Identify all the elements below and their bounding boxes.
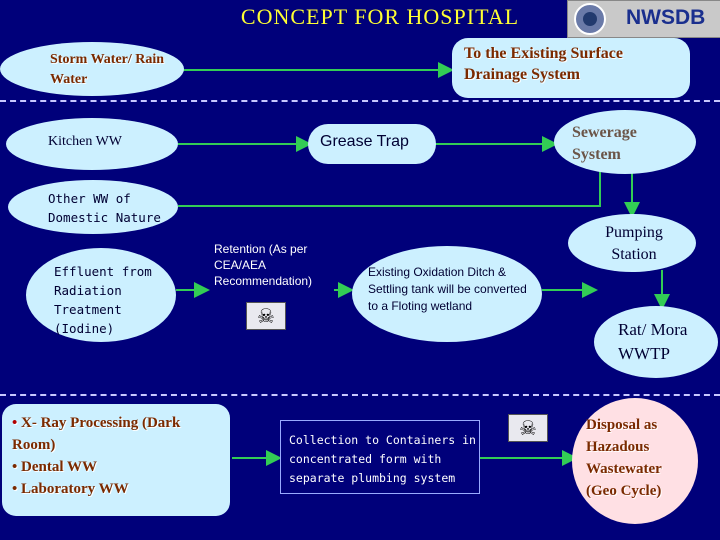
node-grease-trap: Grease Trap [308, 124, 436, 164]
arrow-other-to-sewerage [178, 154, 608, 207]
dental-item-label: Dental WW [21, 459, 97, 475]
laboratory-item: • Laboratory WW [12, 481, 129, 497]
node-oxidation-ditch: Existing Oxidation Ditch & Settling tank… [352, 246, 542, 342]
storm-water-label: Storm Water/ Rain Water [50, 52, 165, 87]
node-sewerage-system: Sewerage System [554, 110, 696, 174]
effluent-radiation-label: Effluent from Radiation Treatment (Iodin… [54, 264, 152, 336]
oxidation-ditch-label: Existing Oxidation Ditch & Settling tank… [368, 265, 527, 313]
dental-item: • Dental WW [12, 459, 97, 475]
kitchen-ww-label: Kitchen WW [48, 134, 122, 149]
node-effluent-radiation: Effluent from Radiation Treatment (Iodin… [26, 248, 176, 342]
node-wwtp: Rat/ Mora WWTP [594, 306, 718, 378]
node-storm-water: Storm Water/ Rain Water [0, 42, 184, 96]
grease-trap-label: Grease Trap [320, 133, 409, 150]
node-kitchen-ww: Kitchen WW [6, 118, 178, 170]
node-collection: Collection to Containers in concentrated… [280, 420, 480, 494]
xray-item: • X- Ray Processing (Dark Room) [12, 415, 181, 453]
node-xray-dental-lab: • X- Ray Processing (Dark Room) • Dental… [2, 404, 230, 516]
logo-text: NWSDB [626, 6, 706, 29]
other-ww-label: Other WW of Domestic Nature [48, 191, 161, 225]
node-other-ww: Other WW of Domestic Nature [8, 180, 178, 234]
node-existing-surface-drainage: To the Existing Surface Drainage System [452, 38, 690, 98]
sewerage-system-label: Sewerage System [572, 124, 637, 163]
retention-label: Retention (As per CEA/AEA Recommendation… [214, 242, 313, 288]
node-pumping-station: Pumping Station [568, 214, 696, 272]
section-divider-top [0, 100, 720, 102]
laboratory-item-label: Laboratory WW [21, 481, 129, 497]
skull-crossbones-icon-2: ☠ [508, 414, 548, 442]
section-divider-bottom [0, 394, 720, 396]
pumping-station-label: Pumping Station [605, 224, 663, 263]
page-title: CONCEPT FOR HOSPITAL [240, 4, 520, 29]
nwsdb-emblem-icon [574, 3, 606, 35]
existing-surface-label: To the Existing Surface Drainage System [464, 45, 623, 83]
disposal-label: Disposal as Hazadous Wastewater (Geo Cyc… [586, 417, 662, 499]
node-disposal: Disposal as Hazadous Wastewater (Geo Cyc… [572, 398, 698, 524]
skull-crossbones-icon: ☠ [246, 302, 286, 330]
wwtp-label: Rat/ Mora WWTP [618, 320, 688, 363]
nwsdb-logo: NWSDB [567, 0, 720, 38]
collection-label: Collection to Containers in concentrated… [289, 433, 476, 485]
xray-item-label: X- Ray Processing (Dark Room) [12, 415, 181, 453]
